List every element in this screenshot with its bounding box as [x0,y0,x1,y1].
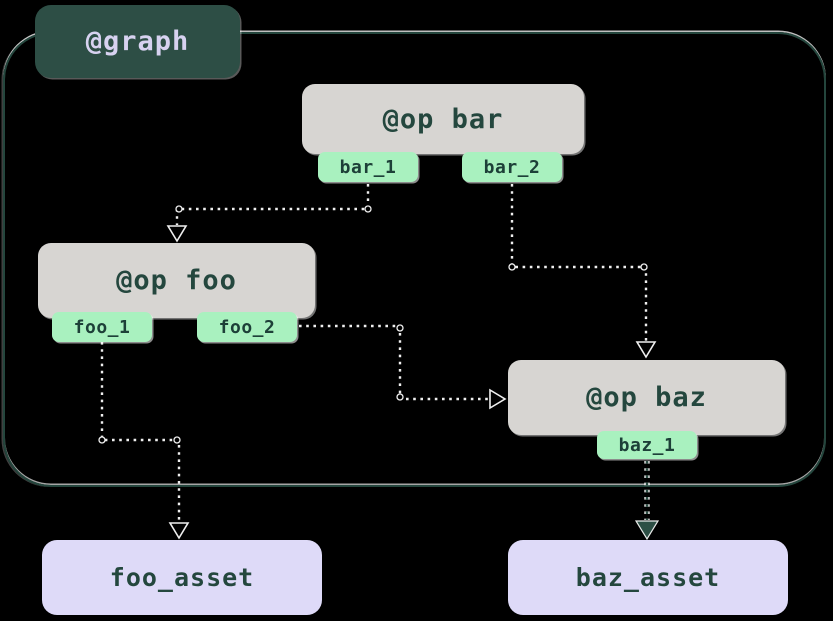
arrowhead-into-baz-left [489,388,507,410]
arrowhead-into-baz-asset [634,520,660,541]
edge-foo1-to-foo-asset [98,342,190,540]
output-tag-bar-2: bar_2 [462,152,562,182]
op-baz-label: @op baz [586,382,707,413]
graph-label: @graph [35,5,240,78]
output-tag-bar-2-label: bar_2 [483,156,541,178]
output-tag-baz-1-label: baz_1 [618,434,676,456]
asset-node-foo-asset: foo_asset [42,540,322,615]
graph-container-border [3,32,826,487]
edge-bar2-to-baz [508,184,657,359]
edge-bar1-to-foo [166,184,372,243]
foo-asset-label: foo_asset [109,563,255,592]
asset-node-baz-asset: baz_asset [508,540,788,615]
output-tag-foo-2: foo_2 [197,312,297,342]
arrowhead-into-foo [166,225,188,243]
output-tag-foo-1: foo_1 [52,312,152,342]
output-tag-foo-1-label: foo_1 [73,316,131,338]
op-node-foo: @op foo [38,243,315,318]
op-node-baz: @op baz [508,360,785,435]
output-tag-bar-1-label: bar_1 [339,156,397,178]
op-bar-label: @op bar [382,103,504,135]
baz-asset-label: baz_asset [575,563,721,592]
arrowhead-into-foo-asset [168,522,190,540]
op-foo-label: @op foo [116,265,237,296]
edge-foo2-to-baz [299,324,507,410]
output-tag-foo-2-label: foo_2 [218,316,276,338]
output-tag-bar-1: bar_1 [318,152,418,182]
arrowhead-into-baz-top [635,341,657,359]
graph-label-text: @graph [85,26,190,57]
op-node-bar: @op bar [302,84,584,154]
edge-baz1-to-baz-asset [634,461,660,541]
output-tag-baz-1: baz_1 [597,431,697,459]
